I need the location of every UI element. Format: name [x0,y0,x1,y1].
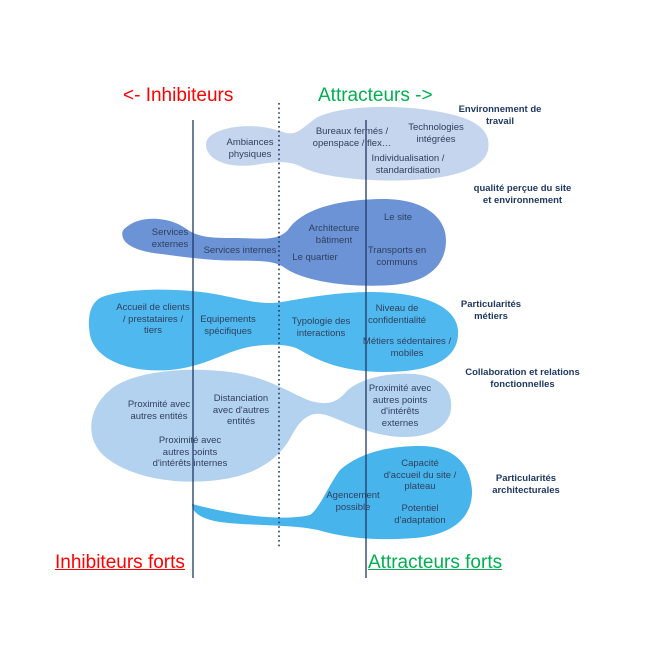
category-environnement: Environnement de travail [458,104,542,127]
label-ambiances-physiques: Ambiances physiques [226,137,274,160]
attracteurs-forts-label: Attracteurs forts [368,552,503,573]
label-proximite-internes: Proximité avec autres points d'intérêts … [152,435,228,469]
label-agencement: Agencement possible [326,490,380,513]
label-transports: Transports en communs [367,245,427,268]
label-le-quartier: Le quartier [292,252,338,263]
category-architecturales: Particularités architecturales [492,473,560,496]
label-architecture: Architecture bâtiment [308,223,360,246]
label-services-externes: Services externes [151,227,189,250]
label-capacite: Capacité d'accueil du site / plateau [383,458,457,492]
category-collaboration: Collaboration et relations fonctionnelle… [465,367,580,390]
label-services-internes: Services internes [203,245,277,256]
category-metiers: Particularités métiers [460,299,522,322]
label-confidentialite: Niveau de confidentialité [367,303,427,326]
label-le-site: Le site [384,212,412,223]
label-technologies: Technologies intégrées [408,122,464,145]
inhibiteurs-header: <- Inhibiteurs [123,85,234,106]
label-equipements: Equipements spécifiques [200,314,256,337]
label-potentiel: Potentiel d'adaptation [394,503,446,526]
label-distanciation: Distanciation avec d'autres entités [212,393,270,427]
blob-qualite [122,198,447,286]
label-accueil-clients: Accueil de clients / prestataires / tier… [116,302,190,336]
label-proximite-externes: Proximité avec autres points d'intérêts … [368,383,432,429]
inhibiteurs-forts-label: Inhibiteurs forts [55,552,185,573]
label-proximite-entites: Proximité avec autres entités [127,399,191,422]
label-metiers-sedentaires: Métiers sédentaires / mobiles [362,336,452,359]
attracteurs-header: Attracteurs -> [318,85,433,106]
category-qualite: qualité perçue du site et environnement [473,183,572,206]
label-bureaux: Bureaux fermés / openspace / flex… [312,126,392,149]
label-individualisation: Individualisation / standardisation [371,153,445,176]
label-typologie: Typologie des interactions [291,316,351,339]
blob-collaboration [91,369,452,482]
blob-architecturales [192,446,473,540]
blob-environnement [205,106,489,181]
